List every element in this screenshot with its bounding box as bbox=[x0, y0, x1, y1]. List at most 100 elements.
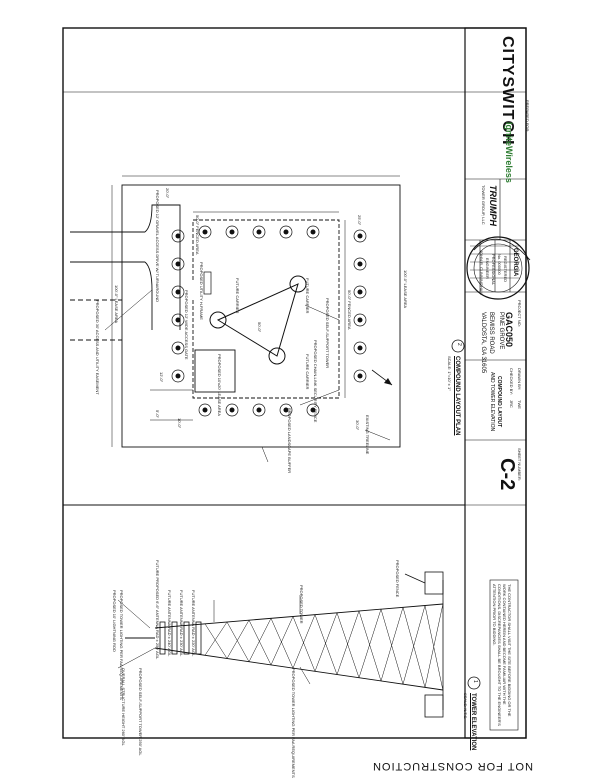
buffer-tree-trunk bbox=[357, 345, 363, 351]
lattice-brace bbox=[292, 616, 316, 672]
buffer-tree-trunk bbox=[357, 317, 363, 323]
dim-5: 10'-0" bbox=[177, 418, 182, 429]
seal-name: JOHN R. CUNNINGHAM bbox=[479, 250, 484, 295]
lightning-rod-label: PROPOSED 10' LIGHTNING ROD bbox=[112, 590, 117, 652]
plan-detail-bubble bbox=[451, 339, 465, 353]
overall-height-label: OVERALL STRUCTURE HEIGHT 260' AGL bbox=[121, 668, 126, 746]
dim-2: 25'-0" bbox=[357, 215, 362, 226]
fence-label: PROPOSED FENCE bbox=[395, 560, 400, 598]
buffer-tree-trunk bbox=[357, 261, 363, 267]
buffer-tree-trunk bbox=[175, 289, 181, 295]
plan-title: COMPOUND LAYOUT PLAN bbox=[454, 356, 460, 436]
antenna-mounts bbox=[159, 621, 202, 655]
seal-line-1: REGISTERED bbox=[503, 256, 508, 283]
proposed-tower-label: PROPOSED TOWER bbox=[299, 585, 304, 624]
lattice-brace bbox=[402, 605, 426, 685]
chain-link-label: PROPOSED CHAIN-LINK SECURITY FENCE bbox=[313, 340, 318, 423]
lattice-brace bbox=[226, 621, 250, 662]
tower-lighting-label: PROPOSED TOWER LIGHTING PER FAA REQUIREM… bbox=[291, 668, 296, 778]
checked-by-label: CHECKED BY: bbox=[509, 368, 514, 395]
fenced-compound bbox=[192, 219, 340, 399]
self-support-tower-plan bbox=[209, 275, 307, 365]
buffer-tree bbox=[171, 257, 185, 271]
plan-scale: SCALE: 1"=10' ± 1" bbox=[447, 356, 452, 391]
prepared-for-label: PREPARED FOR: bbox=[525, 100, 530, 133]
buffer-tree-trunk bbox=[283, 407, 289, 413]
tower-structure bbox=[125, 603, 444, 691]
treeline-label: EXISTING TREELINE bbox=[365, 415, 370, 455]
compound-plan bbox=[70, 175, 465, 463]
seal-number: No. 000000 bbox=[497, 254, 502, 275]
buffer-tree bbox=[171, 313, 185, 327]
drawn-by-label: DRAWN BY: bbox=[517, 368, 522, 391]
buffer-tree bbox=[353, 369, 367, 383]
lattice-brace bbox=[358, 609, 382, 678]
buffer-tree bbox=[198, 403, 212, 417]
elevation-ground bbox=[404, 571, 444, 718]
dimension-lines bbox=[111, 175, 400, 447]
contractor-note-box bbox=[489, 579, 519, 731]
dim-1: 20'-0" bbox=[165, 188, 170, 199]
gravel-drive-label: PROPOSED 12' GRAVEL ACCESS DRIVE W/ TURN… bbox=[155, 190, 160, 303]
tower-elevation bbox=[117, 571, 519, 731]
buffer-tree bbox=[353, 285, 367, 299]
lattice-brace bbox=[204, 623, 228, 659]
buffer-tree-trunk bbox=[256, 229, 262, 235]
title-block-dividers bbox=[465, 91, 526, 506]
buffer-tree-trunk bbox=[229, 407, 235, 413]
buffer-tree bbox=[171, 285, 185, 299]
leader-lines bbox=[104, 289, 391, 463]
buffer-tree bbox=[279, 403, 293, 417]
partner-logo-2: TRIUMPH bbox=[488, 185, 498, 226]
buffer-tree bbox=[306, 403, 320, 417]
plan-number: 2 bbox=[456, 343, 462, 346]
buffer-tree-trunk bbox=[357, 373, 363, 379]
landscape-buffer-trees bbox=[171, 225, 367, 417]
not-for-construction-stamp: NOT FOR CONSTRUCTION bbox=[372, 760, 533, 772]
buffer-tree-trunk bbox=[175, 261, 181, 267]
buffer-tree bbox=[198, 225, 212, 239]
site-id: GAC050 bbox=[504, 312, 514, 348]
seal-line-3: ENGINEER bbox=[485, 258, 490, 279]
buffer-tree bbox=[225, 225, 239, 239]
utility-frame-label: PROPOSED UTILITY H-FRAME bbox=[199, 262, 204, 320]
lattice-brace bbox=[204, 621, 228, 656]
seal-line-2: PROFESSIONAL bbox=[491, 254, 496, 286]
antenna-2-label: FUTURE ANTENNA RAD ± 240' AGL bbox=[167, 590, 172, 657]
lattice-brace bbox=[314, 614, 338, 675]
lattice-brace bbox=[358, 610, 382, 682]
lease-area-dim: 100'-0" LEASE AREA bbox=[403, 270, 408, 309]
buffer-tree-trunk bbox=[175, 345, 181, 351]
lattice-brace bbox=[226, 620, 250, 659]
address-2: VALDOSTA, GA 31605 bbox=[480, 312, 486, 374]
sheet-number: C-2 bbox=[496, 458, 518, 491]
lattice-brace bbox=[336, 612, 360, 678]
seal-state: GEORGIA bbox=[512, 248, 518, 277]
future-carrier-2: FUTURE CARRIER bbox=[305, 278, 310, 314]
contractor-note: THE CONTRACTOR SHALL VISIT THE SITE BEFO… bbox=[492, 584, 512, 726]
dim-7: 30'-0" bbox=[355, 420, 360, 431]
partner-logo-2-sub: TOWER GROUP, LLC bbox=[481, 185, 486, 225]
project-no-label: PROJECT NO: bbox=[517, 300, 522, 327]
address-1: BEMISS ROAD bbox=[488, 312, 494, 354]
lattice-brace bbox=[424, 605, 444, 691]
buffer-tree-trunk bbox=[202, 229, 208, 235]
buffer-tree-trunk bbox=[175, 373, 181, 379]
dim-3: 12'-0" bbox=[159, 372, 164, 383]
buffer-tree-trunk bbox=[310, 407, 316, 413]
lattice-brace bbox=[380, 609, 404, 685]
dim-6: 50'-0" bbox=[257, 322, 262, 333]
buffer-tree bbox=[252, 403, 266, 417]
buffer-tree bbox=[171, 369, 185, 383]
lease-area-side-dim: 100'-0" LEASE AREA bbox=[114, 285, 119, 324]
buffer-tree bbox=[353, 313, 367, 327]
lattice-brace bbox=[424, 603, 444, 688]
buffer-tree bbox=[306, 225, 320, 239]
buffer-tree-trunk bbox=[175, 317, 181, 323]
lattice-brace bbox=[270, 618, 294, 669]
engineer-seal bbox=[466, 236, 531, 300]
dim-4: 5'-0" bbox=[155, 410, 160, 418]
lattice-brace bbox=[402, 607, 426, 688]
buffer-tree bbox=[353, 341, 367, 355]
